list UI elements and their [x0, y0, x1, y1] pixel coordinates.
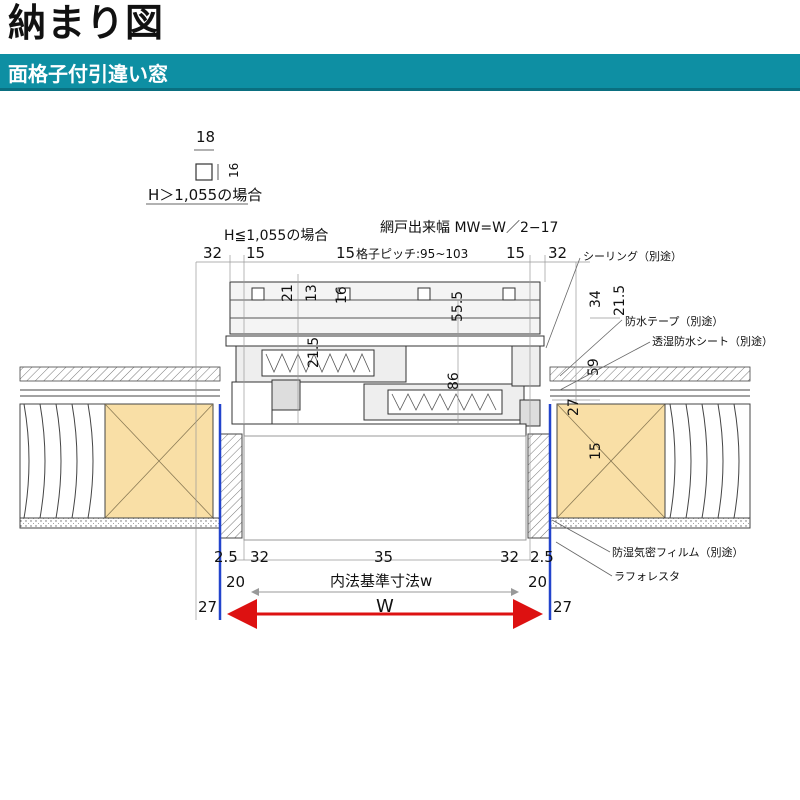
bdim-left-2-5: 2.5 [214, 548, 238, 566]
label-vapor-film: 防湿気密フィルム（別途） [612, 545, 744, 559]
lattice-pitch: 格子ピッチ:95~103 [356, 246, 468, 261]
subtitle: 面格子付引違い窓 [8, 62, 168, 86]
bdim-right-27: 27 [553, 598, 572, 616]
bdim-center-35: 35 [374, 548, 393, 566]
vdim-16: 16 [334, 286, 350, 304]
label-waterproof-tape: 防水テープ（別途） [625, 314, 723, 328]
vdim-r27: 27 [566, 398, 582, 416]
label-breathable-sheet: 透湿防水シート（別途） [652, 334, 773, 348]
bdim-left-20: 20 [226, 573, 245, 591]
inner-standard-dim: 内法基準寸法w [330, 572, 432, 590]
dimension-lines [195, 255, 620, 620]
vdim-21-5: 21.5 [306, 337, 322, 368]
bdim-right-32: 32 [500, 548, 519, 566]
lattice-bar-profile: 18 16 H＞1,055の場合 [146, 128, 262, 205]
bdim-right-20: 20 [528, 573, 547, 591]
bar-height-dim: 16 [227, 163, 241, 178]
wall-insulation-right [556, 403, 751, 519]
window-frame [225, 281, 545, 541]
vdim-55-5: 55.5 [450, 291, 466, 322]
vdim-r34: 34 [588, 290, 604, 308]
h-condition-note: H≦1,055の場合 [224, 228, 328, 244]
vdim-r59: 59 [586, 358, 602, 376]
bar-width-dim: 18 [196, 128, 215, 146]
bar-condition-note: H＞1,055の場合 [148, 186, 262, 204]
vdim-13: 13 [304, 284, 320, 302]
bdim-left-27: 27 [198, 598, 217, 616]
vdim-r21-5: 21.5 [612, 285, 628, 316]
wall-insulation-left [19, 403, 214, 519]
screen-width-label: 網戸出来幅 MW=W／2−17 [380, 220, 558, 236]
vdim-86: 86 [446, 372, 462, 390]
bdim-left-32: 32 [250, 548, 269, 566]
wall-exterior [19, 366, 751, 397]
leader-lines [545, 257, 651, 577]
interior-board [19, 433, 751, 539]
w-label: W [376, 596, 394, 617]
vdim-21: 21 [280, 284, 296, 302]
dim-right-32: 32 [548, 244, 567, 262]
label-lath: ラフォレスタ [614, 570, 680, 583]
dim-left-32: 32 [203, 244, 222, 262]
label-sealing: シーリング（別途） [583, 249, 682, 263]
bdim-right-2-5: 2.5 [530, 548, 554, 566]
dim-left-15b: 15 [336, 244, 355, 262]
vdim-r15: 15 [588, 442, 604, 460]
subtitle-bar: 面格子付引違い窓 [0, 54, 800, 91]
dim-right-15: 15 [506, 244, 525, 262]
dim-left-15: 15 [246, 244, 265, 262]
page-title: 納まり図 [8, 1, 165, 45]
